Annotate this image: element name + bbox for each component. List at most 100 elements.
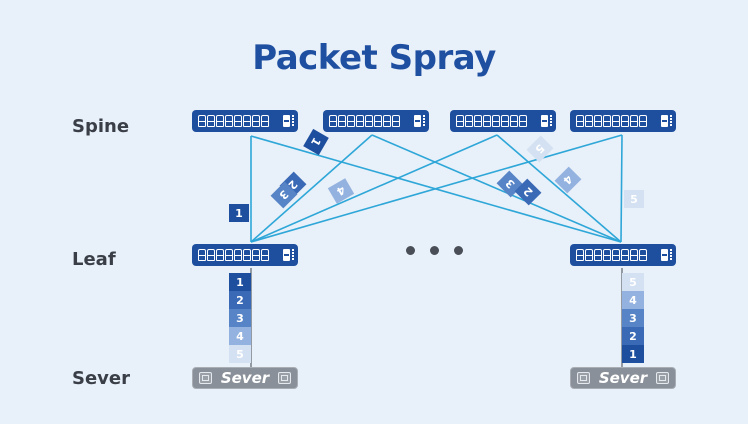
mgmt-port-icon: [661, 115, 668, 127]
ellipsis-dot: [454, 246, 463, 255]
rj45-port-icon: [234, 115, 242, 127]
packet-5: 5: [624, 190, 644, 208]
link-leaf-right-spine-3: [496, 134, 622, 243]
rj45-port-icon: [207, 249, 215, 261]
leaf-switch-left[interactable]: [192, 244, 298, 266]
rj45-port-icon: [243, 249, 251, 261]
queued-packet-3: 3: [622, 309, 644, 327]
server-left[interactable]: Sever: [192, 367, 298, 389]
rj45-port-icon: [585, 249, 593, 261]
rj45-port-icon: [603, 249, 611, 261]
rj45-port-icon: [612, 249, 620, 261]
rj45-port-icon: [483, 115, 491, 127]
mgmt-port-icon: [414, 115, 421, 127]
rj45-port-icon: [630, 115, 638, 127]
rj45-port-icon: [519, 115, 527, 127]
status-led-icon: [423, 115, 425, 127]
rj45-port-icon: [216, 115, 224, 127]
status-led-icon: [292, 249, 294, 261]
rj45-port-icon: [603, 115, 611, 127]
switch-ports: [198, 249, 269, 261]
rj45-port-icon: [594, 249, 602, 261]
rj45-port-icon: [594, 115, 602, 127]
rj45-port-icon: [501, 115, 509, 127]
packet-1: 1: [229, 204, 249, 222]
rj45-port-icon: [492, 115, 500, 127]
spine-switch-2[interactable]: [323, 110, 429, 132]
link-leaf-right-spine-1: [250, 135, 622, 243]
queued-packet-4: 4: [229, 327, 251, 345]
rj45-port-icon: [338, 115, 346, 127]
gpu-icon: [656, 372, 669, 384]
rj45-port-icon: [252, 115, 260, 127]
server-right[interactable]: Sever: [570, 367, 676, 389]
rj45-port-icon: [474, 115, 482, 127]
queued-packet-1: 1: [229, 273, 251, 291]
spine-switch-3[interactable]: [450, 110, 556, 132]
server-label: Sever: [598, 369, 648, 387]
queued-packet-2: 2: [229, 291, 251, 309]
rj45-port-icon: [383, 115, 391, 127]
rj45-port-icon: [576, 115, 584, 127]
rj45-port-icon: [329, 115, 337, 127]
mgmt-port-icon: [541, 115, 548, 127]
spine-switch-1[interactable]: [192, 110, 298, 132]
diagram-title: Packet Spray: [252, 38, 496, 78]
mgmt-port-icon: [661, 249, 668, 261]
queued-packet-1: 1: [622, 345, 644, 363]
link-leaf-left-spine-2: [250, 134, 373, 243]
status-led-icon: [550, 115, 552, 127]
switch-ports: [576, 115, 647, 127]
rj45-port-icon: [234, 249, 242, 261]
queued-packet-5: 5: [229, 345, 251, 363]
rj45-port-icon: [576, 249, 584, 261]
rj45-port-icon: [365, 115, 373, 127]
ellipsis-dot: [430, 246, 439, 255]
rj45-port-icon: [252, 249, 260, 261]
ellipsis-dot: [406, 246, 415, 255]
rj45-port-icon: [347, 115, 355, 127]
queued-packet-4: 4: [622, 291, 644, 309]
status-led-icon: [292, 115, 294, 127]
queued-packet-2: 2: [622, 327, 644, 345]
rj45-port-icon: [612, 115, 620, 127]
rj45-port-icon: [630, 249, 638, 261]
rj45-port-icon: [356, 115, 364, 127]
tier-label-server: Sever: [72, 368, 130, 389]
gpu-icon: [577, 372, 590, 384]
status-led-icon: [670, 249, 672, 261]
rj45-port-icon: [585, 115, 593, 127]
switch-ports: [456, 115, 527, 127]
rj45-port-icon: [261, 115, 269, 127]
rj45-port-icon: [207, 115, 215, 127]
switch-ports: [576, 249, 647, 261]
rj45-port-icon: [198, 249, 206, 261]
link-leaf-right-spine-4: [620, 134, 623, 243]
rj45-port-icon: [243, 115, 251, 127]
rj45-port-icon: [216, 249, 224, 261]
rj45-port-icon: [198, 115, 206, 127]
rj45-port-icon: [392, 115, 400, 127]
rj45-port-icon: [639, 249, 647, 261]
rj45-port-icon: [225, 115, 233, 127]
gpu-icon: [199, 372, 212, 384]
status-led-icon: [670, 115, 672, 127]
switch-ports: [198, 115, 269, 127]
server-label: Sever: [220, 369, 270, 387]
tier-label-leaf: Leaf: [72, 249, 116, 270]
rj45-port-icon: [621, 115, 629, 127]
rj45-port-icon: [621, 249, 629, 261]
rj45-port-icon: [639, 115, 647, 127]
leaf-switch-right[interactable]: [570, 244, 676, 266]
switch-ports: [329, 115, 400, 127]
spine-switch-4[interactable]: [570, 110, 676, 132]
tier-label-spine: Spine: [72, 116, 130, 137]
rj45-port-icon: [456, 115, 464, 127]
rj45-port-icon: [225, 249, 233, 261]
rj45-port-icon: [261, 249, 269, 261]
queued-packet-5: 5: [622, 273, 644, 291]
rj45-port-icon: [465, 115, 473, 127]
gpu-icon: [278, 372, 291, 384]
queued-packet-3: 3: [229, 309, 251, 327]
link-leaf-left-spine-3: [250, 134, 498, 243]
